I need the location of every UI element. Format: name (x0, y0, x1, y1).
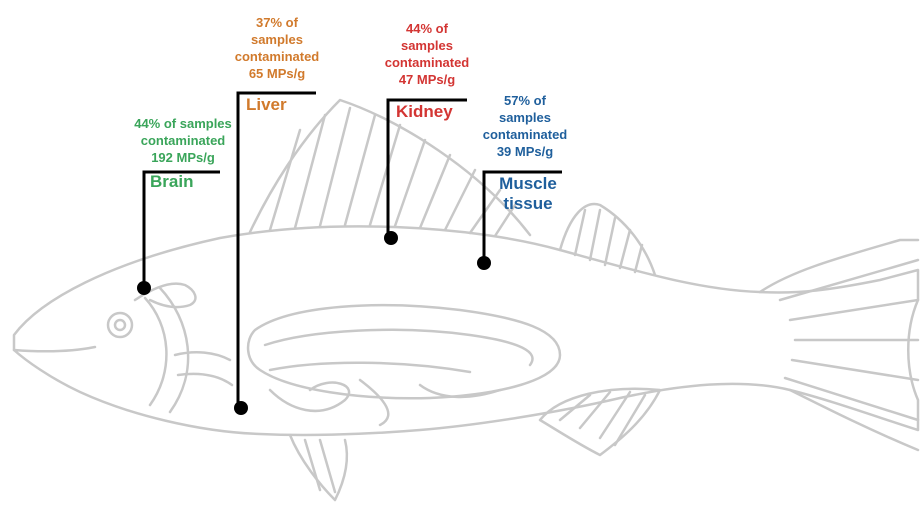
muscle-stat-line2: samples (498, 110, 552, 125)
fish-eye (106, 311, 134, 339)
muscle-organ-name: Muscle (499, 174, 557, 193)
liver-stat-line3: contaminated (234, 49, 320, 64)
brain-organ-name: Brain (150, 172, 194, 191)
kidney-organ-label: Kidney (396, 102, 476, 122)
liver-organ-name: Liver (246, 95, 287, 114)
brain-organ-label: Brain (150, 172, 230, 192)
liver-marker-dot (234, 401, 248, 415)
internal-organs (246, 303, 562, 400)
liver-stat-line2: samples (250, 32, 304, 47)
muscle-stat-line3: contaminated (482, 127, 568, 142)
fish-mouth (12, 345, 97, 353)
brain-stat-line2: contaminated (140, 133, 226, 148)
brain-value: 192 MPs/g (151, 150, 215, 165)
brain-leader-line (142, 170, 220, 288)
kidney-stat-line2: samples (400, 38, 454, 53)
fish-body-outline (12, 225, 920, 437)
muscle-stat-line1: 57% of (504, 93, 546, 108)
fish-brain-sketch (133, 282, 197, 309)
kidney-callout: 44% of samples contaminated 47 MPs/g (372, 20, 482, 88)
muscle-leader-line (482, 170, 562, 262)
kidney-value: 47 MPs/g (398, 72, 456, 87)
liver-callout: 37% of samples contaminated 65 MPs/g (222, 14, 332, 82)
brain-stat-line1: 44% of samples (134, 116, 232, 131)
liver-value: 65 MPs/g (248, 66, 306, 81)
liver-stat-line1: 37% of (256, 15, 298, 30)
pelvic-fin (288, 433, 349, 502)
liver-organ-label: Liver (246, 95, 326, 115)
brain-callout: 44% of samples contaminated 192 MPs/g (118, 115, 248, 166)
dorsal-fin-spiny (248, 98, 532, 237)
kidney-stat-line1: 44% of (406, 21, 448, 36)
dorsal-fin-soft (558, 202, 657, 277)
kidney-stat-line3: contaminated (384, 55, 470, 70)
muscle-organ-label: Muscle tissue (488, 174, 568, 214)
muscle-callout: 57% of samples contaminated 39 MPs/g (470, 92, 580, 160)
muscle-organ-name-line2: tissue (503, 194, 553, 213)
brain-marker-dot (137, 281, 151, 295)
muscle-marker-dot (477, 256, 491, 270)
fish-gill-cover (158, 286, 190, 414)
kidney-leader-line (386, 98, 467, 238)
kidney-organ-name: Kidney (396, 102, 453, 121)
anal-fin (538, 387, 662, 457)
tail-fin (758, 238, 920, 452)
muscle-value: 39 MPs/g (496, 144, 554, 159)
kidney-marker-dot (384, 231, 398, 245)
liver-leader-line (236, 91, 316, 408)
